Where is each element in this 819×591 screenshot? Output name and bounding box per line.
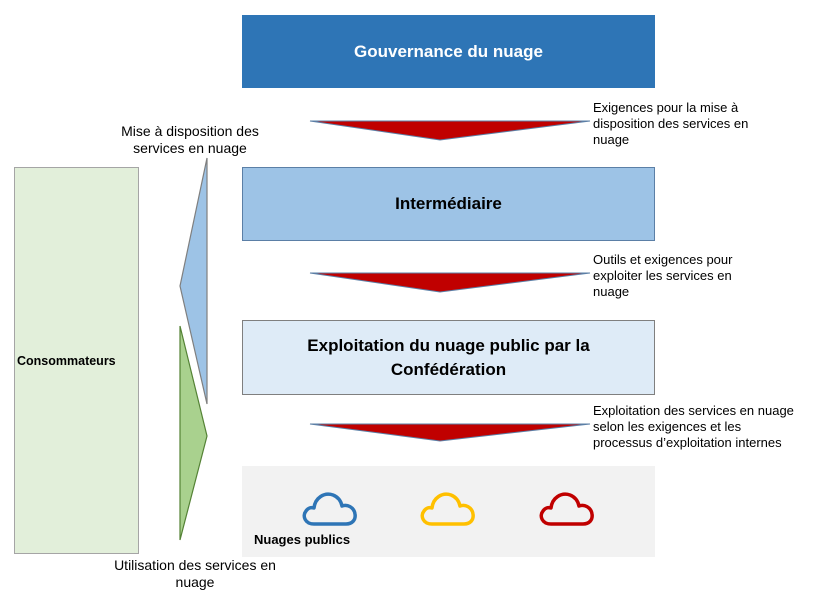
provisioning-arrow	[179, 157, 208, 405]
flow-arrow-1	[309, 120, 591, 141]
governance-label: Gouvernance du nuage	[354, 41, 543, 61]
public-clouds-area	[242, 466, 655, 557]
flow-arrow-2	[309, 272, 591, 293]
note-service-operation: Exploitation des services en nuage selon…	[593, 403, 794, 450]
note-provisioning-requirements: Exigences pour la mise à disposition des…	[593, 100, 749, 147]
cloud-icon	[302, 492, 357, 526]
consumers-box: Consommateurs	[14, 167, 139, 554]
operation-label: Exploitation du nuage public par la Conf…	[307, 335, 590, 379]
intermediary-label: Intermédiaire	[395, 194, 502, 213]
public-clouds-label: Nuages publics	[254, 532, 351, 547]
flow-arrow-3	[309, 423, 591, 442]
governance-box: Gouvernance du nuage	[242, 15, 655, 88]
operation-box: Exploitation du nuage public par la Conf…	[242, 320, 655, 395]
cloud-icon	[539, 492, 594, 526]
provisioning-label: Mise à disposition des services en nuage	[121, 123, 259, 156]
consumers-label: Consommateurs	[17, 353, 116, 368]
usage-label: Utilisation des services en nuage	[114, 557, 276, 590]
intermediary-box: Intermédiaire	[242, 167, 655, 241]
note-tools-requirements: Outils et exigences pour exploiter les s…	[593, 252, 733, 299]
usage-arrow	[179, 325, 208, 541]
cloud-icon	[420, 492, 475, 526]
